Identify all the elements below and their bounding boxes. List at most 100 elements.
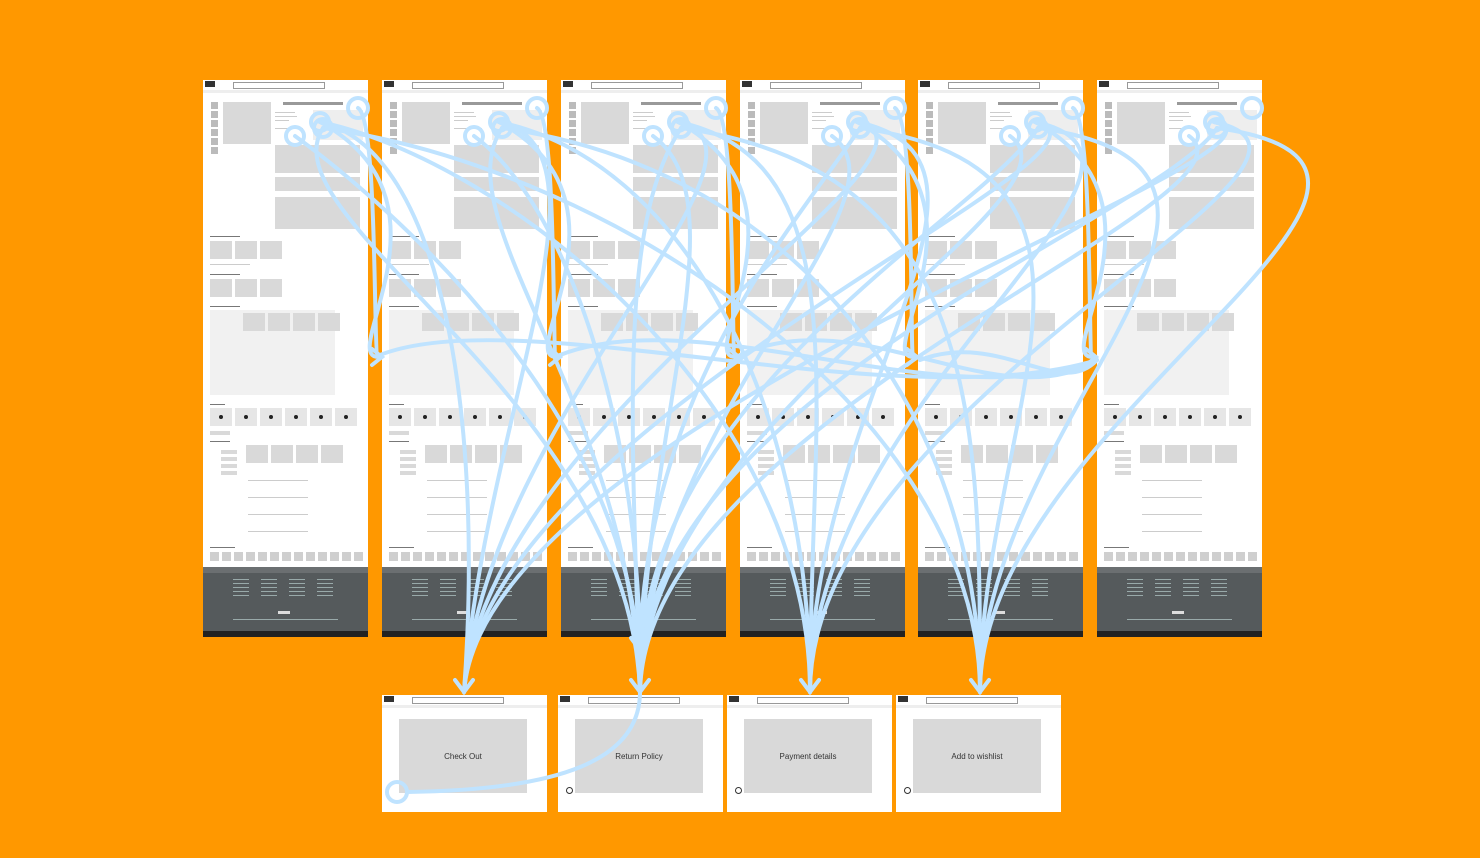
product-page-wireframe [740,80,905,637]
footer-link [591,591,607,592]
product-card [439,279,461,297]
section-heading [389,274,419,275]
image-thumb [926,102,933,109]
video-thumb [693,408,715,426]
section-heading [1104,236,1134,237]
buy-box [1207,110,1257,140]
back-icon[interactable] [735,787,742,794]
detail-line [275,128,303,129]
compare-item [958,313,980,331]
back-icon[interactable] [904,787,911,794]
arrow-head [548,347,564,367]
return-policy-box: Return Policy [575,719,703,793]
review-image [833,445,855,463]
footer-link [854,595,870,596]
footer-link [770,587,786,588]
recent-item [568,552,577,561]
recent-item [700,552,709,561]
footer-link [1004,595,1020,596]
footer-link [412,591,428,592]
product-card [772,241,794,259]
footer-link [261,583,277,584]
video-thumb [235,408,257,426]
detail-line [812,120,826,121]
footer-link [317,595,333,596]
footer-link [1032,595,1048,596]
destination-payment-details[interactable]: Payment details [727,695,892,812]
video-thumb [439,408,461,426]
video-thumb [464,408,486,426]
destination-add-to-wishlist[interactable]: Add to wishlist [896,695,1061,812]
video-thumb [618,408,640,426]
check-out-label: Check Out [444,751,482,761]
video-thumb [1129,408,1151,426]
product-card [235,279,257,297]
review-image [783,445,805,463]
recent-item [413,552,422,561]
product-card [389,279,411,297]
image-thumb [569,111,576,118]
footer-link [647,587,663,588]
footer-link [1155,579,1171,580]
video-thumb [1204,408,1226,426]
review-line [427,531,487,532]
section-heading [210,404,225,405]
info-block [454,177,539,191]
footer-link [854,587,870,588]
product-card [210,279,232,297]
back-icon[interactable] [566,787,573,794]
footer-link [1155,583,1171,584]
product-card [439,241,461,259]
recent-item [616,552,625,561]
footer-link [854,583,870,584]
recent-item [997,552,1006,561]
footer-legal [412,619,517,620]
footer-legal [233,619,338,620]
recent-item [1009,552,1018,561]
footer-link [976,595,992,596]
product-page-wireframe [918,80,1083,637]
destination-check-out[interactable]: Check Out [382,695,547,812]
product-title [641,102,701,105]
video-thumb [1179,408,1201,426]
video-thumb [950,408,972,426]
footer [918,567,1083,637]
section-heading [747,306,777,307]
search-input [948,82,1040,89]
image-thumb [390,102,397,109]
recent-item [1224,552,1233,561]
section-heading [1104,306,1134,307]
footer-link [440,595,456,596]
recent-item [246,552,255,561]
section-heading [389,441,409,442]
review-image [654,445,676,463]
footer-link [1211,591,1227,592]
info-block [275,197,360,229]
section-heading [747,274,777,275]
section-heading [925,404,940,405]
product-page-wireframe [1097,80,1262,637]
recent-item [712,552,721,561]
detail-line [454,128,482,129]
review-line [248,480,308,481]
rating-bar [221,464,237,468]
back-to-top-bar [561,567,726,573]
compare-item [601,313,623,331]
footer-link [468,583,484,584]
product-card [568,279,590,297]
recent-item [759,552,768,561]
product-card [925,241,947,259]
destination-return-policy[interactable]: Return Policy [558,695,723,812]
footer-link [798,587,814,588]
description-block [454,145,539,173]
logo [920,81,930,87]
detail-line [747,264,787,265]
image-thumb [926,111,933,118]
recent-item [664,552,673,561]
detail-line [454,120,468,121]
recent-item [294,552,303,561]
nav-row [740,90,905,93]
footer-link [261,591,277,592]
section-heading [747,547,772,548]
recent-item [640,552,649,561]
